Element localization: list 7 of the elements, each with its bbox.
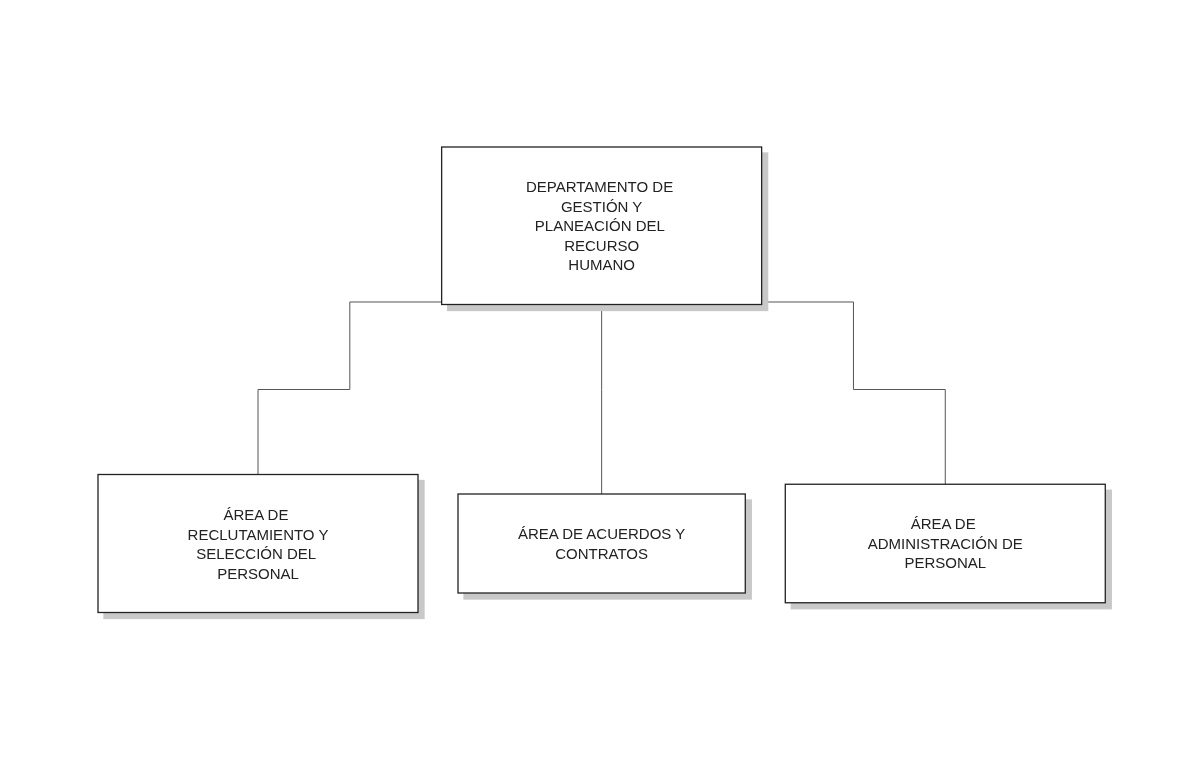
connector: [761, 301, 947, 485]
node-box: ÁREA DE RECLUTAMIENTO Y SELECCIÓN DEL PERSONAL: [97, 473, 419, 613]
node-box: DEPARTAMENTO DE GESTIÓN Y PLANEACIÓN DEL RECURSO HUMANO: [441, 146, 763, 305]
connector: [601, 303, 603, 495]
node-box: ÁREA DE ADMINISTRACIÓN DE PERSONAL: [785, 483, 1107, 604]
node-box: ÁREA DE ACUERDOS Y CONTRATOS: [457, 493, 747, 594]
connector: [257, 301, 443, 475]
